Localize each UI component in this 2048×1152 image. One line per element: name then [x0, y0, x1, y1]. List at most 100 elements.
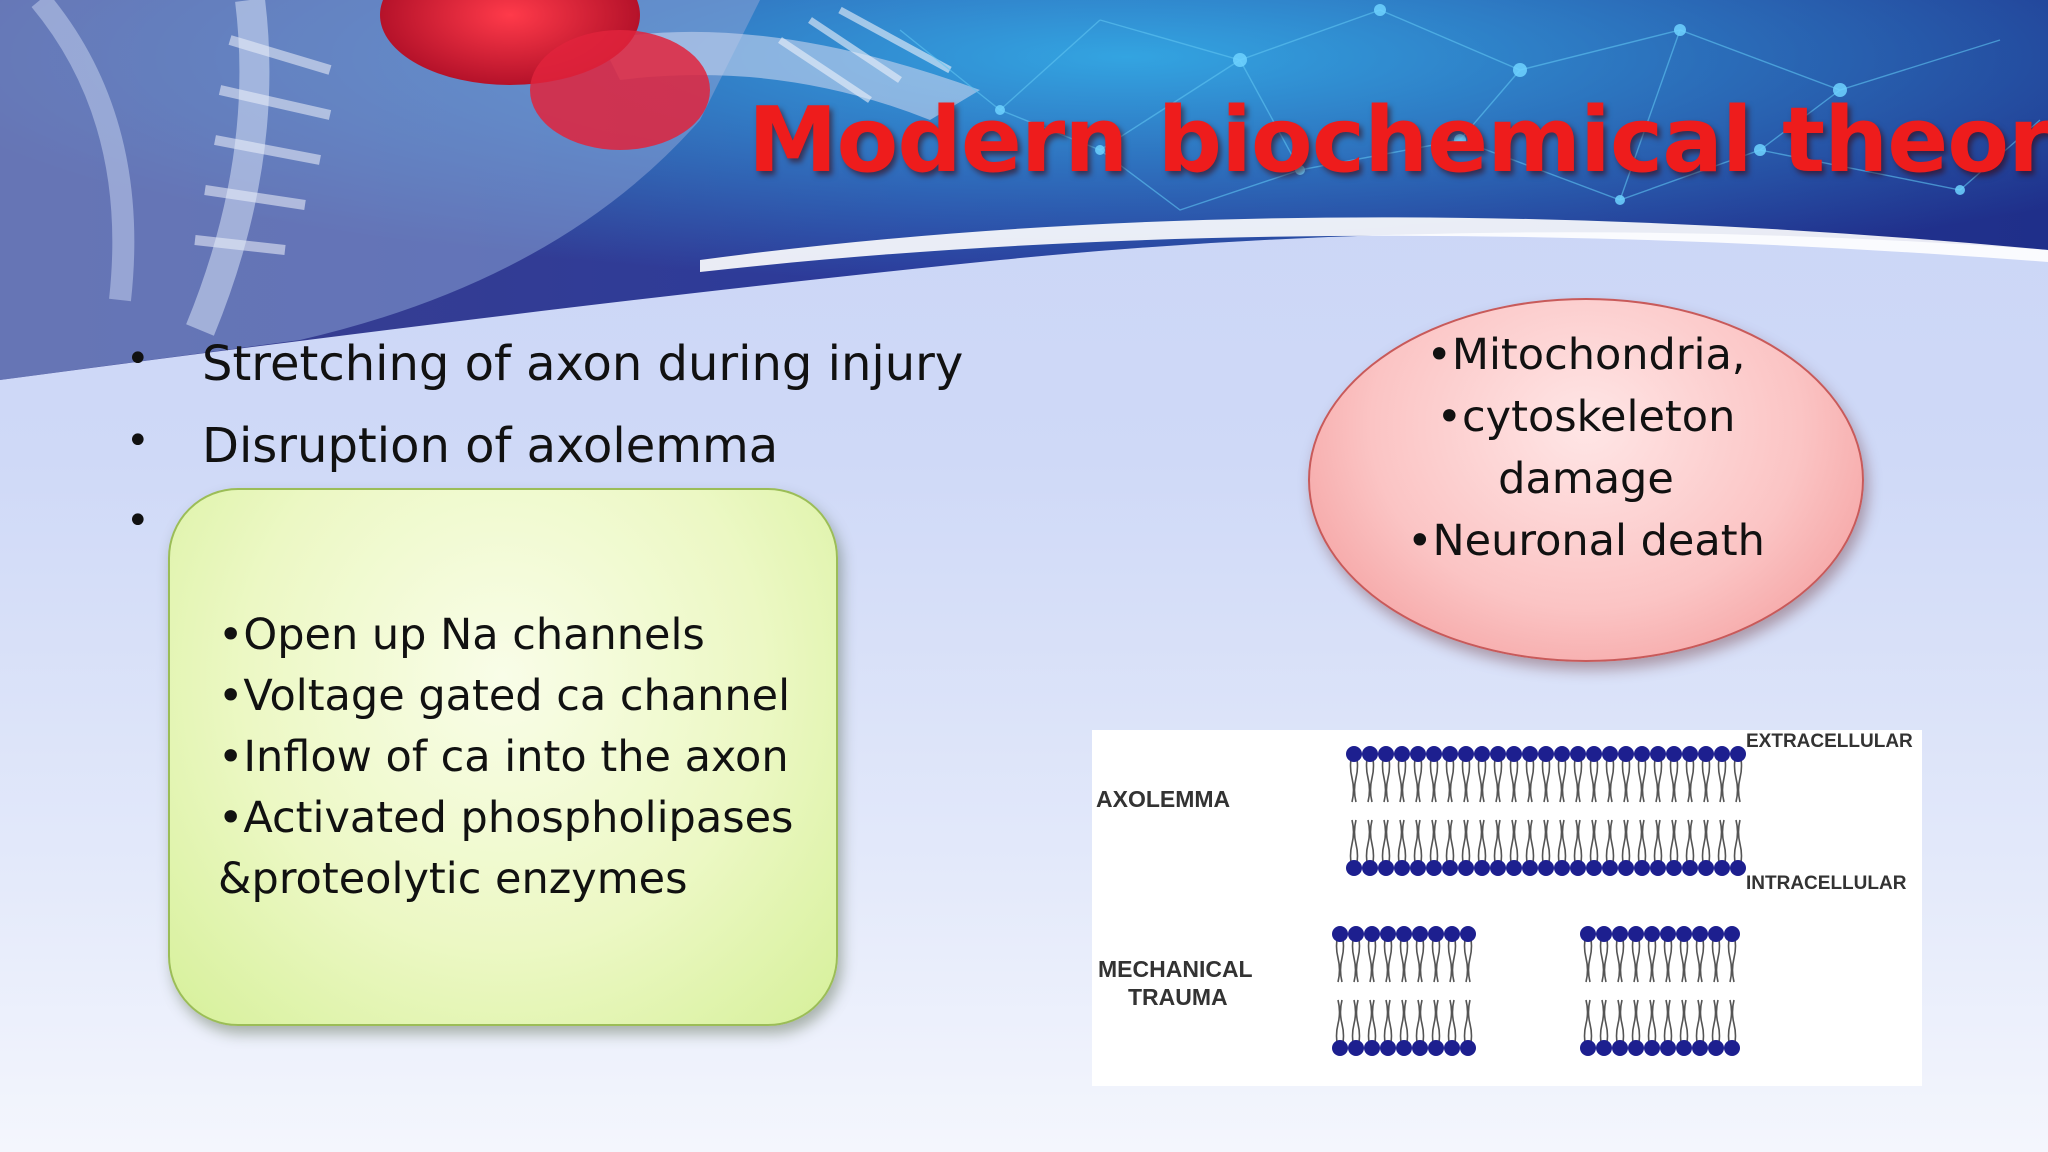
lipid-molecule	[1692, 999, 1708, 1056]
lipid-molecule	[1380, 999, 1396, 1056]
lipid-molecule	[1474, 819, 1490, 876]
lipid-molecule	[1426, 746, 1442, 803]
lipid-molecule	[1554, 746, 1570, 803]
lipid-molecule	[1396, 926, 1412, 983]
axolemma-diagram: AXOLEMMA MECHANICAL TRAUMA EXTRACELLULAR…	[1092, 730, 1922, 1086]
ellipse-line: •Neuronal death	[1407, 516, 1765, 566]
lipid-molecule	[1730, 819, 1746, 876]
bullet-text: Stretching of axon during injury	[202, 336, 964, 392]
lipid-molecule	[1612, 926, 1628, 983]
lipid-molecule	[1714, 819, 1730, 876]
lipid-molecule	[1460, 926, 1476, 983]
lipid-molecule	[1490, 819, 1506, 876]
lipid-molecule	[1676, 999, 1692, 1056]
lipid-molecule	[1628, 999, 1644, 1056]
ellipse-line: •Mitochondria,	[1426, 330, 1746, 380]
lipid-molecule	[1708, 999, 1724, 1056]
box-line: •Activated phospholipases	[218, 793, 794, 843]
lipid-molecule	[1644, 999, 1660, 1056]
lipid-molecule	[1348, 926, 1364, 983]
lipid-molecule	[1634, 819, 1650, 876]
bullet-glyph: •	[126, 418, 150, 464]
lipid-molecule	[1586, 746, 1602, 803]
lipid-molecule	[1428, 999, 1444, 1056]
lipid-molecule	[1378, 819, 1394, 876]
lipid-molecule	[1346, 746, 1362, 803]
lipid-molecule	[1650, 746, 1666, 803]
lipid-molecule	[1378, 746, 1394, 803]
damage-ellipse: •Mitochondria, •cytoskeleton damage •Neu…	[1308, 298, 1864, 662]
lipid-molecule	[1698, 746, 1714, 803]
lipid-molecule	[1692, 926, 1708, 983]
lipid-molecule	[1394, 819, 1410, 876]
lipid-molecule	[1506, 819, 1522, 876]
lipid-molecule	[1714, 746, 1730, 803]
lipid-molecule	[1570, 819, 1586, 876]
lipid-molecule	[1602, 819, 1618, 876]
lipid-molecule	[1650, 819, 1666, 876]
lipid-molecule	[1444, 926, 1460, 983]
lipid-molecule	[1474, 746, 1490, 803]
ellipse-line: damage	[1498, 454, 1674, 504]
lipid-molecule	[1396, 999, 1412, 1056]
lipid-molecule	[1666, 746, 1682, 803]
lipid-molecule	[1660, 999, 1676, 1056]
lipid-molecule	[1660, 926, 1676, 983]
lipid-molecule	[1708, 926, 1724, 983]
lipid-molecule	[1596, 999, 1612, 1056]
lipid-molecule	[1458, 746, 1474, 803]
lipid-molecule	[1628, 926, 1644, 983]
lipid-molecule	[1634, 746, 1650, 803]
bullet-glyph: •	[126, 336, 150, 382]
box-line: &proteolytic enzymes	[218, 854, 688, 904]
lipid-molecule	[1618, 819, 1634, 876]
lipid-molecule	[1554, 819, 1570, 876]
lipid-molecule	[1490, 746, 1506, 803]
lipid-molecule	[1426, 819, 1442, 876]
lipid-molecule	[1362, 819, 1378, 876]
lipid-molecule	[1538, 746, 1554, 803]
lipid-molecule	[1346, 819, 1362, 876]
lipid-molecule	[1698, 819, 1714, 876]
lipid-molecule	[1644, 926, 1660, 983]
lipid-molecule	[1428, 926, 1444, 983]
lipid-molecule	[1348, 999, 1364, 1056]
lipid-molecule	[1580, 999, 1596, 1056]
lipid-molecule	[1394, 746, 1410, 803]
lipid-molecule	[1724, 926, 1740, 983]
label-mechanical: MECHANICAL	[1098, 956, 1253, 982]
lipid-molecule	[1586, 819, 1602, 876]
lipid-molecule	[1332, 926, 1348, 983]
lipid-molecule	[1412, 926, 1428, 983]
label-intracellular: INTRACELLULAR	[1746, 873, 1907, 894]
box-line: •Voltage gated ca channel	[218, 671, 791, 721]
lipid-molecule	[1676, 926, 1692, 983]
lipid-molecule	[1410, 746, 1426, 803]
lipid-molecule	[1522, 746, 1538, 803]
label-extracellular: EXTRACELLULAR	[1746, 731, 1913, 752]
lipid-molecule	[1522, 819, 1538, 876]
lipid-molecule	[1570, 746, 1586, 803]
lipid-molecule	[1602, 746, 1618, 803]
bullet-text: Disruption of axolemma	[202, 418, 779, 474]
lipid-molecule	[1730, 746, 1746, 803]
ion-channel-box: •Open up Na channels •Voltage gated ca c…	[168, 488, 838, 1026]
slide-title: Modern biochemical theory	[748, 88, 2048, 193]
lipid-molecule	[1332, 999, 1348, 1056]
lipid-molecule	[1442, 819, 1458, 876]
lipid-molecule	[1364, 926, 1380, 983]
lipid-molecule	[1538, 819, 1554, 876]
lipid-molecule	[1412, 999, 1428, 1056]
lipid-molecule	[1724, 999, 1740, 1056]
lipid-molecule	[1410, 819, 1426, 876]
lipid-molecule	[1444, 999, 1460, 1056]
lipid-molecule	[1618, 746, 1634, 803]
ellipse-line: •cytoskeleton	[1436, 392, 1736, 442]
lipid-molecule	[1612, 999, 1628, 1056]
banner-background	[0, 0, 2048, 380]
lipid-molecule	[1596, 926, 1612, 983]
lipid-molecule	[1666, 819, 1682, 876]
lipid-molecule	[1458, 819, 1474, 876]
lipid-bilayer-illustration	[1332, 746, 1746, 1056]
bullet-glyph: •	[126, 498, 150, 544]
